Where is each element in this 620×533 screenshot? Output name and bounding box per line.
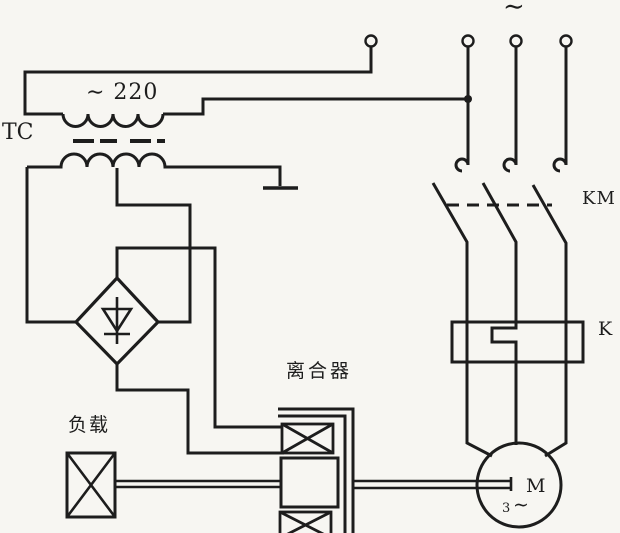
clutch-coil-top	[280, 422, 335, 455]
wire-center-tap-to-rectifier	[115, 168, 192, 324]
contact-blade-2-and-heater	[481, 182, 518, 445]
clutch-armature-inner	[278, 414, 347, 533]
load-cross	[65, 452, 117, 518]
fixed-contact-1	[454, 47, 470, 173]
wire-secondary-left-to-rectifier	[25, 167, 76, 324]
clutch-coil-top-cross	[281, 422, 334, 455]
terminal-circle-1	[364, 34, 378, 48]
supply-terminals	[364, 34, 573, 48]
fixed-contact-2	[502, 47, 518, 173]
shaft-clutch-to-motor	[353, 477, 513, 491]
clutch-armature-outer	[278, 407, 355, 533]
transformer-secondary-winding	[27, 152, 282, 186]
rectifier-bridge	[73, 275, 161, 367]
clutch-label: 离合器	[286, 360, 353, 382]
transformer-primary-winding	[61, 113, 165, 128]
motor-phase-ac-label: ∼	[513, 494, 529, 516]
terminal-circle-4	[559, 34, 573, 48]
clutch-coil-bottom	[278, 510, 333, 533]
overload-relay-box	[450, 320, 585, 364]
fixed-contact-3	[552, 47, 568, 173]
diode-icon	[100, 307, 134, 334]
clutch-hub	[279, 456, 340, 509]
contactor-label: KM	[582, 188, 616, 209]
motor-label: M	[526, 475, 546, 497]
load-outline	[65, 451, 117, 519]
transformer-label: TC	[2, 120, 34, 145]
shaft-load-to-clutch	[115, 479, 281, 489]
transformer-tc	[27, 113, 298, 190]
terminal-circle-2	[461, 34, 475, 48]
rectifier-diamond	[73, 275, 161, 367]
overload-relay-label: K	[598, 318, 613, 340]
terminal-circle-3	[509, 34, 523, 48]
contactor-km-contacts	[431, 47, 568, 458]
wire-rectifier-top-to-clutch	[115, 246, 283, 429]
load-box	[65, 451, 117, 519]
contact-blade-1-and-line	[431, 182, 493, 458]
wire-primary-left	[23, 47, 373, 116]
clutch-coil-bottom-cross	[279, 510, 332, 533]
motor	[475, 441, 563, 529]
contact-blade-3-and-line	[531, 184, 568, 458]
load-label: 负载	[68, 414, 111, 436]
ac-supply-label: ∼	[503, 0, 525, 22]
dc-control-wires	[25, 167, 284, 455]
primary-voltage-label: ∼ 220	[86, 80, 159, 105]
motor-phase-count-label: 3	[502, 501, 511, 516]
wire-primary-right	[163, 97, 468, 116]
overload-relay-k	[450, 320, 585, 364]
wire-rectifier-bottom-to-clutch	[115, 364, 284, 455]
motor-circle	[475, 441, 563, 529]
clutch	[115, 407, 513, 533]
